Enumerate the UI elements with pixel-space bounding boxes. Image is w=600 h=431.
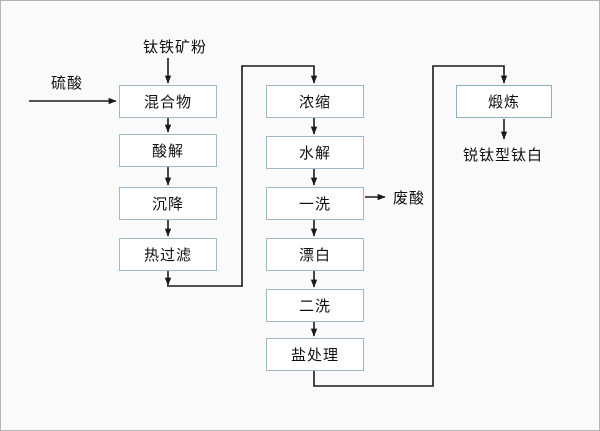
- node-settling[interactable]: 沉降: [119, 187, 217, 220]
- node-acidolysis[interactable]: 酸解: [119, 134, 217, 167]
- node-first-wash[interactable]: 一洗: [266, 187, 364, 220]
- output-label-anatase-titanium-dioxide: 锐钛型钛白: [462, 145, 543, 164]
- node-mixture[interactable]: 混合物: [119, 85, 217, 118]
- node-second-wash[interactable]: 二洗: [266, 289, 364, 322]
- node-bleaching[interactable]: 漂白: [266, 238, 364, 271]
- node-calcination[interactable]: 煅炼: [456, 85, 552, 118]
- node-hot-filtration[interactable]: 热过滤: [119, 238, 217, 271]
- output-label-waste-acid: 废酸: [392, 188, 425, 207]
- input-label-ilmenite: 钛铁矿粉: [142, 37, 207, 56]
- node-salt-treatment[interactable]: 盐处理: [266, 338, 364, 371]
- input-label-sulfuric-acid: 硫酸: [50, 73, 83, 92]
- node-concentration[interactable]: 浓缩: [266, 85, 364, 118]
- connector-hot-filter-to-concentration: [241, 65, 318, 286]
- connector-salt-treatment-to-calcination: [313, 65, 508, 387]
- node-hydrolysis[interactable]: 水解: [266, 136, 364, 169]
